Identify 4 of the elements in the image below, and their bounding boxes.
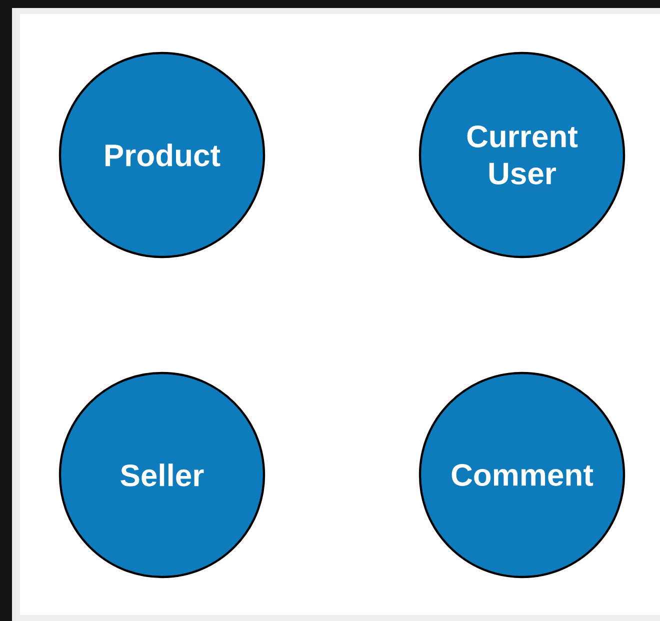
- circle-node: Product: [58, 52, 266, 258]
- circle-node: Current User: [418, 52, 626, 258]
- circle-node: Seller: [58, 372, 266, 578]
- circle-node: Comment: [418, 372, 626, 578]
